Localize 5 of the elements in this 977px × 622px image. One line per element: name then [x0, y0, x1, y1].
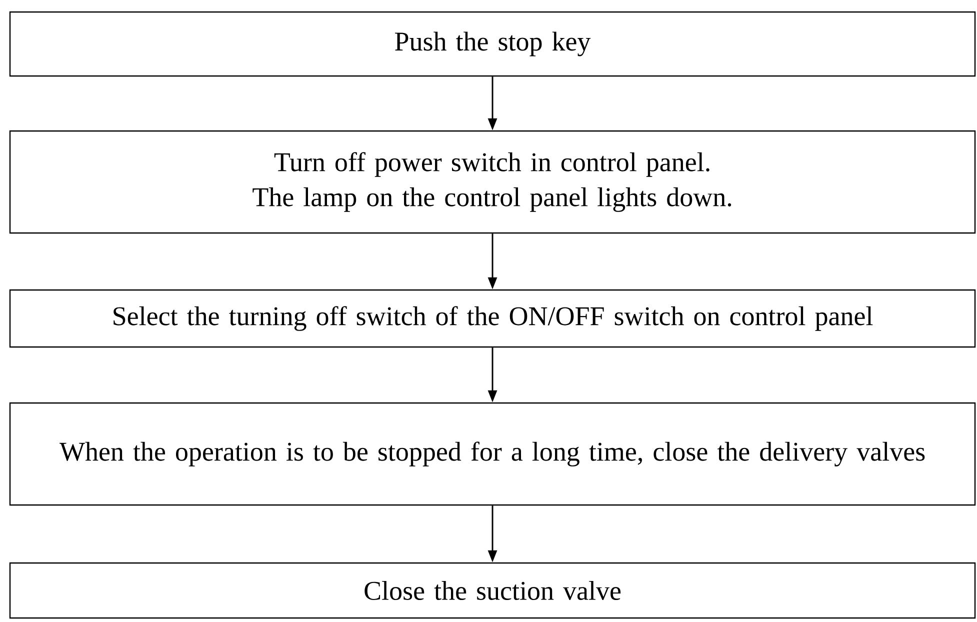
- process-box: Turn off power switch in control panel. The lamp on the control panel lights down.: [9, 130, 976, 234]
- process-box: Push the stop key: [9, 11, 976, 77]
- process-box: When the operation is to be stopped for a long time, close the delivery valves: [9, 402, 976, 506]
- process-box: Close the suction valve: [9, 562, 976, 619]
- process-box: Select the turning off switch of the ON/OFF switch on control panel: [9, 289, 976, 348]
